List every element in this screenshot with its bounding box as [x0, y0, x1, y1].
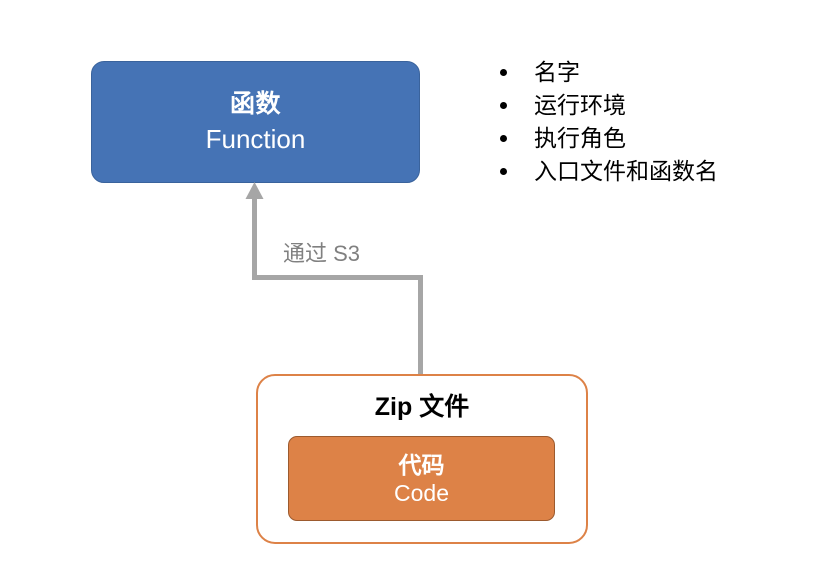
bullet-icon	[500, 102, 507, 109]
code-title-cn: 代码	[398, 451, 445, 478]
list-item: 运行环境	[496, 89, 796, 122]
zip-title: Zip 文件	[374, 393, 470, 421]
bullet-icon	[500, 168, 507, 175]
code-title-en: Code	[394, 479, 449, 506]
arrowhead-icon	[245, 182, 264, 199]
code-node[interactable]: 代码 Code	[288, 436, 555, 521]
function-node[interactable]: 函数 Function	[91, 61, 420, 183]
connector-label: 通过 S3	[283, 241, 361, 266]
list-item-label: 名字	[534, 59, 580, 85]
list-item: 入口文件和函数名	[496, 155, 796, 188]
function-title-en: Function	[205, 124, 306, 154]
function-attributes-list: 名字 运行环境 执行角色 入口文件和函数名	[496, 56, 796, 188]
bullet-icon	[500, 135, 507, 142]
list-item-label: 运行环境	[534, 92, 626, 118]
list-item: 名字	[496, 56, 796, 89]
list-item-label: 入口文件和函数名	[534, 158, 718, 184]
list-item-label: 执行角色	[534, 125, 626, 151]
function-title-cn: 函数	[229, 90, 281, 118]
bullet-icon	[500, 69, 507, 76]
list-item: 执行角色	[496, 122, 796, 155]
